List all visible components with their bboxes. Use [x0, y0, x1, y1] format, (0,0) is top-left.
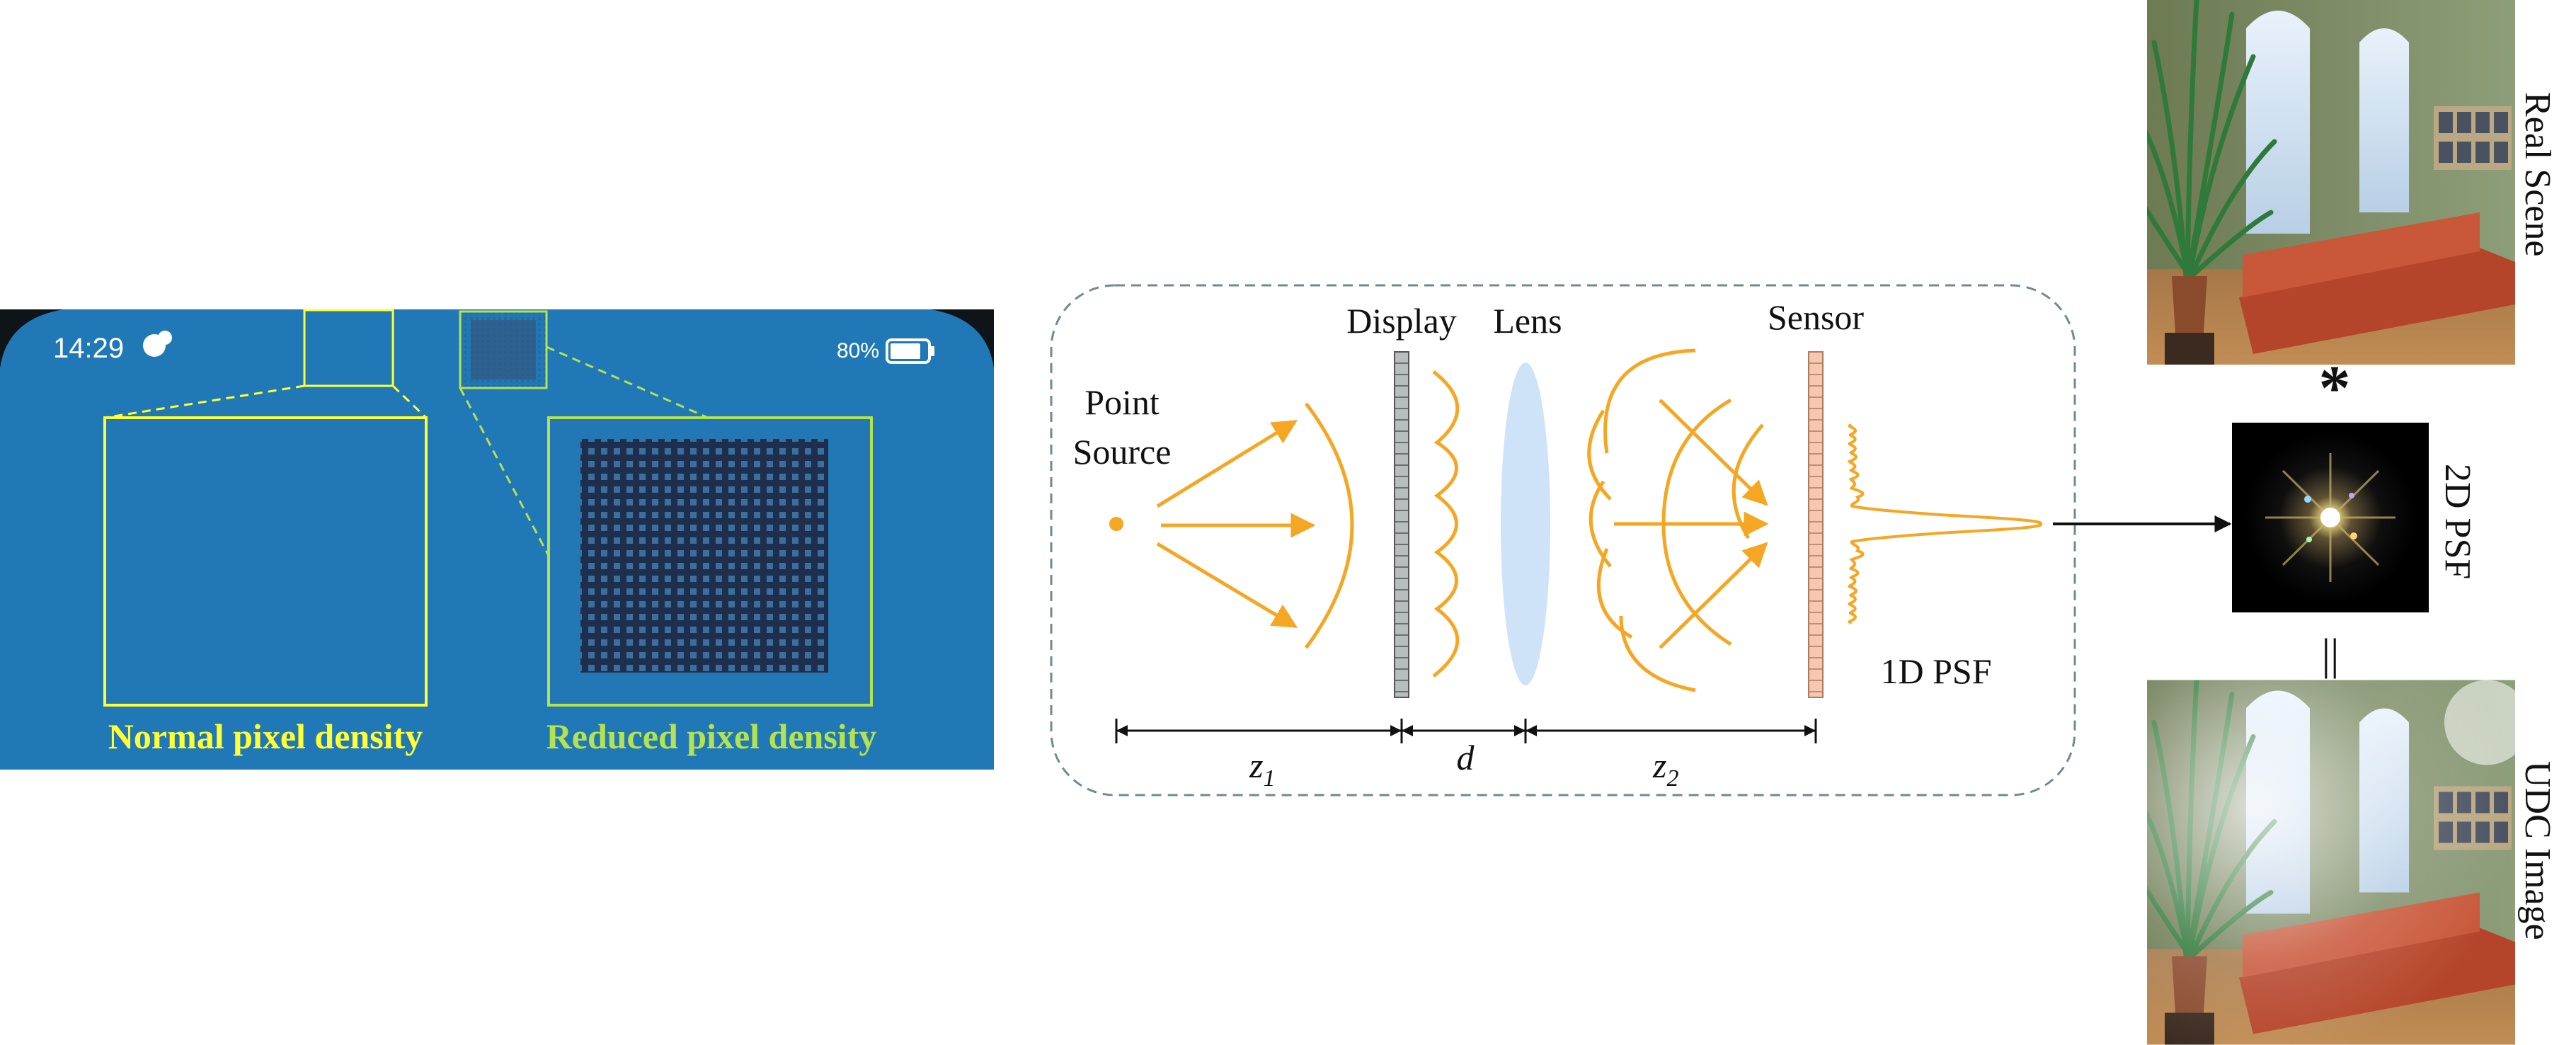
reduced-zoom-leader-bottom — [459, 387, 550, 556]
optics-frame — [1050, 284, 2076, 796]
sensor-label: Sensor — [1768, 297, 1864, 337]
incident-wavefront — [1304, 402, 1354, 649]
diffracted-wavefront — [1432, 370, 1460, 678]
real-scene-image — [2140, 0, 2515, 365]
display-pixel-grid — [1395, 362, 1409, 692]
lens-element — [1501, 362, 1550, 685]
normal-zoom-leader-right — [391, 384, 428, 419]
normal-region-marker — [303, 309, 394, 387]
psf-1d-curve — [1847, 423, 2043, 624]
sensor-pixel-grid — [1809, 362, 1823, 692]
optics-diagram-panel: Point Source Display Lens — [1050, 284, 2232, 796]
status-time: 14:29 — [53, 333, 124, 364]
battery-icon — [886, 338, 934, 364]
psf-1d-label: 1D PSF — [1880, 651, 1991, 691]
normal-density-inset — [103, 416, 428, 707]
reduced-density-label: Reduced pixel density — [546, 716, 877, 756]
phone-screen-corner-left — [0, 309, 64, 368]
point-source-label-line1: Point — [1084, 382, 1160, 422]
focused-wavefronts — [1587, 348, 1764, 692]
status-battery-percent: 80% — [837, 339, 879, 362]
status-notification-icon — [143, 331, 172, 357]
display-label: Display — [1346, 301, 1457, 341]
dim-z1: z1 — [1249, 746, 1275, 792]
dim-d: d — [1457, 738, 1475, 777]
normal-density-label: Normal pixel density — [108, 716, 423, 756]
convolve-symbol: * — [2319, 353, 2351, 423]
lens-label: Lens — [1493, 301, 1562, 341]
normal-zoom-leader-left — [104, 384, 305, 419]
sensor-array — [1808, 351, 1824, 698]
display-layer — [1394, 351, 1409, 698]
real-scene-label: Real Scene — [2517, 92, 2558, 256]
converging-rays — [1614, 399, 1769, 649]
udc-image-label: UDC Image — [2517, 761, 2558, 940]
dim-z2: z2 — [1652, 746, 1678, 792]
phone-screenshot-panel: 14:29 80% Normal pixel density Reduced p… — [0, 309, 994, 770]
point-source-label-line2: Source — [1073, 432, 1172, 472]
psf-2d-label: 2D PSF — [2437, 464, 2478, 579]
equals-symbol: || — [2322, 631, 2340, 679]
reduced-zoom-leader-top — [546, 346, 709, 419]
source-rays — [1156, 419, 1316, 629]
psf-2d-pattern — [2245, 433, 2415, 603]
udc-image — [2147, 680, 2515, 1045]
dimension-line — [1115, 719, 1817, 743]
reduced-density-pixel-pattern — [580, 439, 828, 673]
phone-screen-corner-right — [930, 309, 994, 368]
point-source-dot — [1109, 517, 1123, 531]
composition-panel: Real Scene * 2D PSF || UDC Image — [2140, 0, 2558, 1045]
